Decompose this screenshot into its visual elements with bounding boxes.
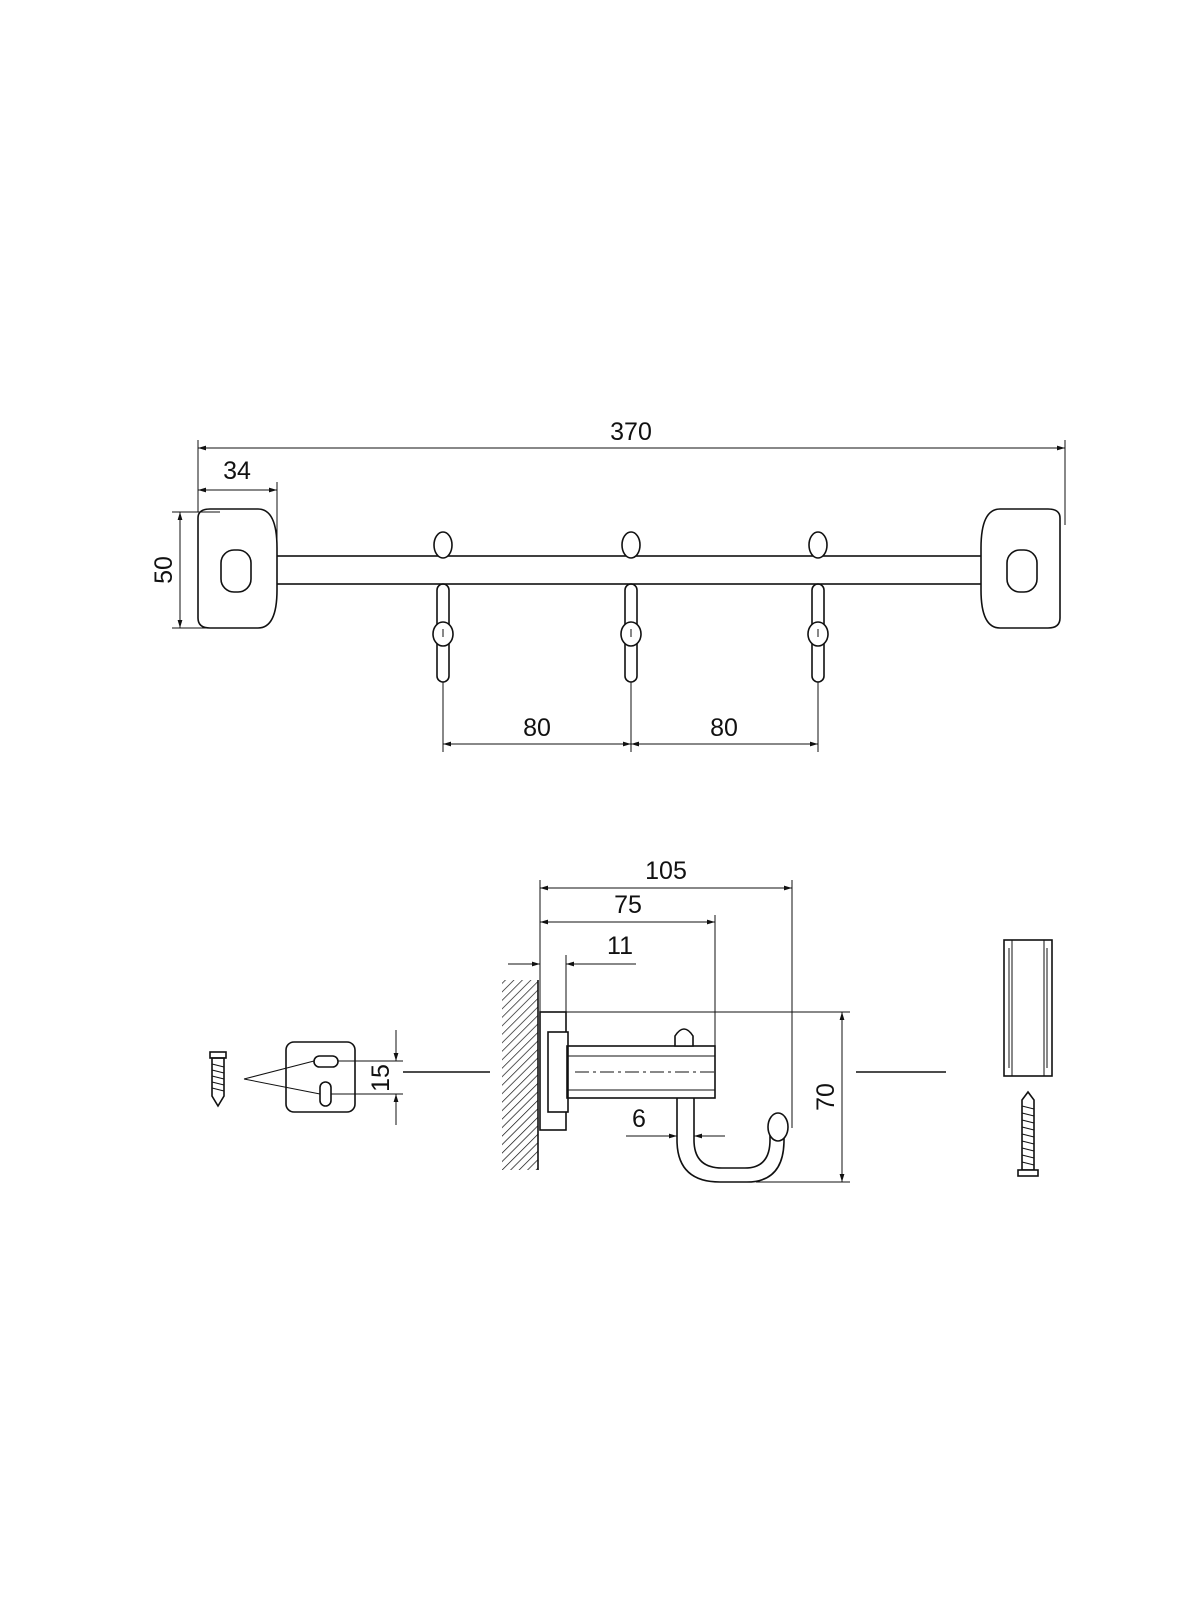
screw-small-icon	[209, 1051, 227, 1108]
right-end-plate	[980, 508, 1061, 629]
dim-height: 70	[566, 1011, 850, 1183]
dim-plate-thickness: 11	[508, 932, 636, 1012]
dim-105-label: 105	[645, 857, 687, 885]
dim-hook-spacing: 80 80	[442, 682, 819, 752]
side-hook	[676, 1098, 785, 1183]
front-view: 370 34 50 80 80	[150, 418, 1066, 752]
hook-1	[432, 531, 454, 683]
rail-bar	[244, 555, 991, 585]
dim-6-label: 6	[632, 1105, 646, 1133]
dim-80-right-label: 80	[710, 714, 738, 742]
hook-end-knob	[767, 1112, 789, 1142]
dim-50-label: 50	[150, 556, 178, 584]
mount-flange	[547, 1031, 569, 1113]
dim-75-label: 75	[614, 891, 642, 919]
left-end-plate	[197, 508, 278, 629]
hook-3	[807, 531, 829, 683]
dim-total-depth: 105	[539, 857, 793, 1128]
hook-2	[620, 531, 642, 683]
dim-arm-depth: 75	[540, 891, 716, 1046]
dim-hook-thickness: 6	[626, 1105, 725, 1139]
dim-11-label: 11	[607, 932, 633, 960]
mounting-plate-detail	[243, 1041, 356, 1113]
hook-top-knob	[674, 1028, 694, 1047]
side-view: 105 75 11 6 70	[209, 857, 1053, 1183]
dim-hole-spacing: 15	[331, 1030, 403, 1125]
dim-34-label: 34	[223, 457, 251, 485]
wall-hatch	[502, 980, 538, 1170]
arm	[566, 1045, 716, 1099]
wall-plug-icon	[1003, 939, 1053, 1077]
dim-370-label: 370	[610, 418, 652, 446]
dim-80-left-label: 80	[523, 714, 551, 742]
screw-long-icon	[1017, 1090, 1039, 1177]
dim-70-label: 70	[812, 1083, 840, 1111]
dim-overall-length: 370	[197, 418, 1066, 525]
dim-end-plate-width: 34	[198, 457, 278, 548]
dim-plate-height: 50	[150, 511, 220, 629]
dim-15-label: 15	[367, 1064, 395, 1092]
